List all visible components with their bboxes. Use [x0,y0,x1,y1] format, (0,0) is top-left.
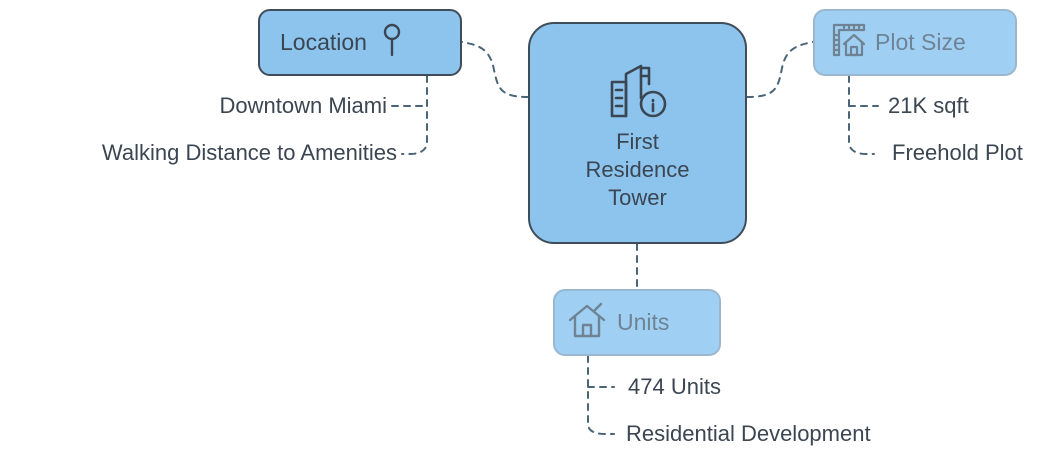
location-item-1: Downtown Miami [219,93,388,118]
building-info-icon [603,54,673,124]
plot-size-item-2: Freehold Plot [892,140,1023,165]
units-node: Units [553,289,721,356]
connector-location-leaves [401,75,428,155]
location-item-2: Walking Distance to Amenities [101,140,397,165]
connector-units-leaves [587,355,615,435]
location-node: Location [258,9,462,76]
units-item-1: 474 Units [628,374,721,399]
plot-size-label: Plot Size [875,29,966,55]
units-item-2: Residential Development [626,421,871,446]
map-pin-icon [381,23,403,62]
center-node: First Residence Tower [528,22,747,244]
center-title: First Residence Tower [585,129,690,210]
connector-center-plot [746,41,814,98]
units-label: Units [617,309,670,335]
plot-size-node: Plot Size [813,9,1017,76]
location-label: Location [280,29,367,55]
plot-size-item-1: 21K sqft [888,93,969,118]
connector-center-location [461,41,529,98]
house-icon [567,301,609,344]
house-blueprint-icon [831,22,867,63]
connector-plot-leaves [848,75,875,155]
